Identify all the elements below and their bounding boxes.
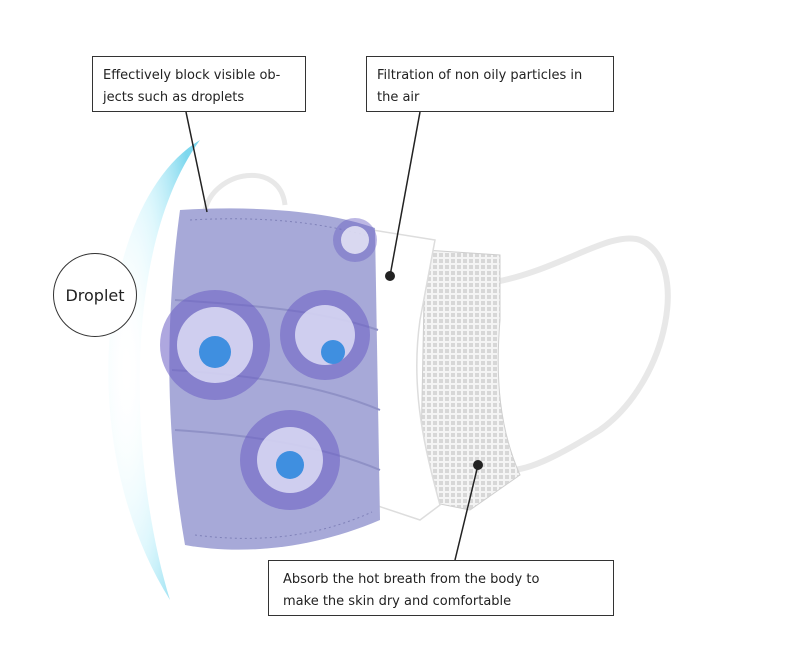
droplet-label: Droplet <box>65 286 124 305</box>
droplet-label-circle: Droplet <box>53 253 137 337</box>
callout-text: make the skin dry and comfortable <box>283 591 603 613</box>
callout-text: Effectively block visible ob- <box>103 65 295 87</box>
flower-decoration <box>240 410 340 510</box>
callout-text: Absorb the hot breath from the body to <box>283 569 603 591</box>
leader-dot-filtration <box>385 271 395 281</box>
inner-mesh-layer <box>420 250 520 510</box>
callout-filtration: Filtration of non oily particles in the … <box>366 56 614 112</box>
leader-line-droplet-block <box>186 112 207 212</box>
flower-decoration <box>160 290 270 400</box>
callout-text: Filtration of non oily particles in <box>377 65 603 87</box>
callout-absorb: Absorb the hot breath from the body to m… <box>268 560 614 616</box>
flower-decoration <box>333 218 377 262</box>
leader-dot-absorb <box>473 460 483 470</box>
ear-loop-right <box>495 238 668 470</box>
callout-droplet-block: Effectively block visible ob- jects such… <box>92 56 306 112</box>
callout-text: jects such as droplets <box>103 87 295 109</box>
flower-decoration <box>280 290 370 380</box>
callout-text: the air <box>377 87 603 109</box>
ear-loop-top <box>205 175 285 210</box>
